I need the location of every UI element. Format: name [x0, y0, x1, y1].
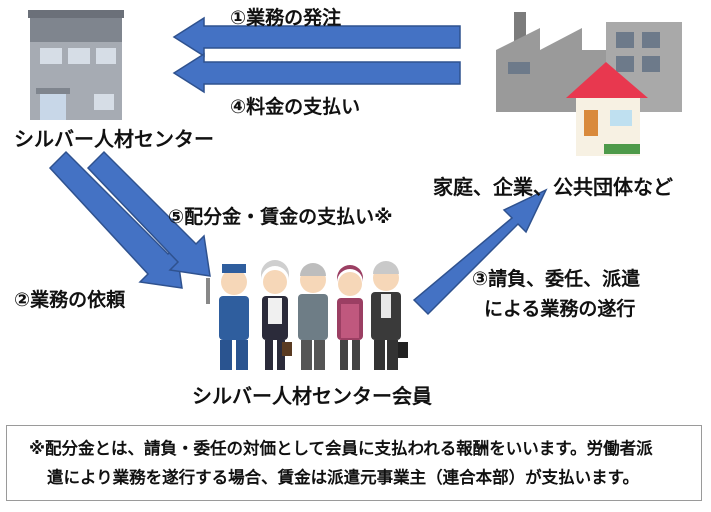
arrow-perform-label-line2: による業務の遂行 [484, 298, 636, 320]
node-center-label: シルバー人材センター [14, 127, 214, 151]
footnote-line-1: ※配分金とは、請負・委任の対価として会員に支払われる報酬をいいます。労働者派 [29, 439, 653, 458]
arrow-perform-label-line1: ③請負、委任、派遣 [472, 268, 641, 290]
arrow-order-label: ①業務の発注 [230, 7, 342, 29]
arrow-perform [412, 188, 548, 316]
arrow-wages [86, 150, 211, 277]
footnote-box: ※配分金とは、請負・委任の対価として会員に支払われる報酬をいいます。労働者派 遣… [6, 425, 702, 501]
node-clients-label: 家庭、企業、公共団体など [433, 175, 673, 199]
office-building-icon [28, 10, 124, 120]
house-icon [566, 62, 648, 156]
arrow-request-label: ②業務の依頼 [14, 289, 126, 311]
arrow-payment-label: ④料金の支払い [230, 96, 361, 118]
node-members-label: シルバー人材センター会員 [192, 384, 432, 408]
arrow-payment [172, 52, 461, 94]
arrow-wages-label: ⑤配分金・賃金の支払い※ [168, 206, 393, 228]
footnote-line-2: 遣により業務を遂行する場合、賃金は派遣元事業主（連合本部）が支払います。 [47, 468, 640, 487]
members-group-icon [206, 260, 408, 370]
